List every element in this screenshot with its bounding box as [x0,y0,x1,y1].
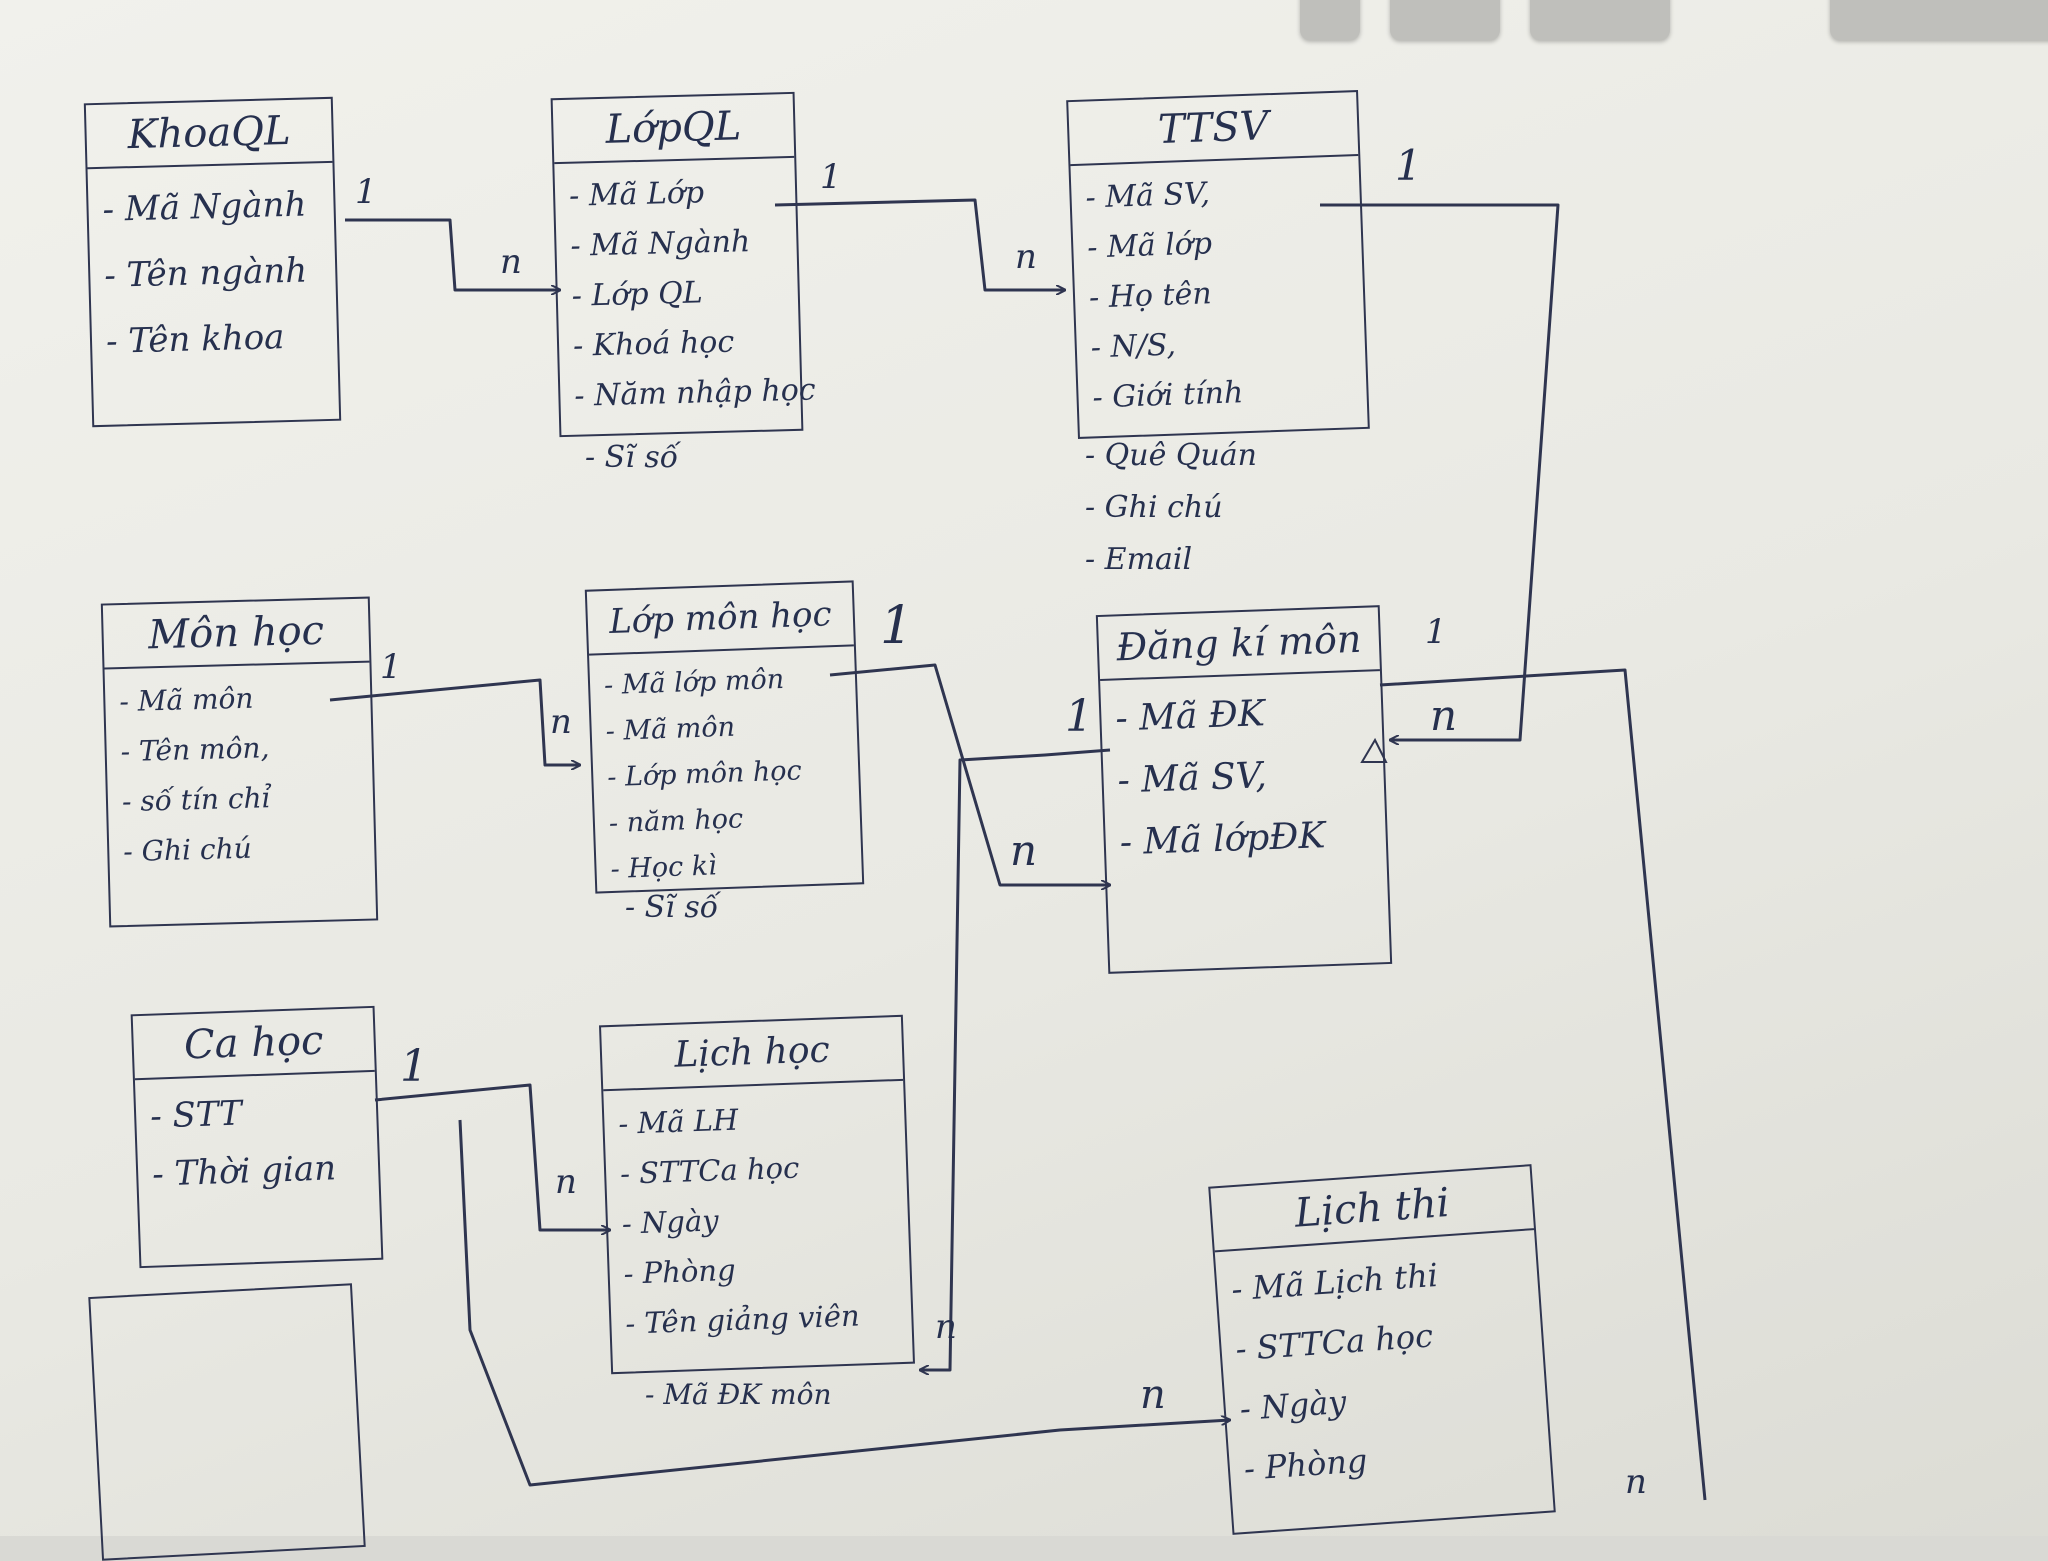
entity-field: - Mã ĐK [1114,693,1266,740]
label-lop-ttsv-n: n [1015,237,1037,277]
label-dk-lichthi-n: n [1625,1462,1647,1502]
entity-field: - Mã Ngành [570,224,751,264]
keyboard-edge [0,0,2048,60]
label-lop-ttsv-1: 1 [820,157,842,197]
keyboard-key [1830,0,2048,40]
keyboard-key [1530,0,1670,40]
entity-field: - Mã Lớp [568,175,705,214]
entity-title: LớpQL [552,93,795,165]
entity-extra-field: - Quê Quán [1085,438,1258,473]
line-dk-lichhoc [1379,668,1707,1501]
label-lopmon-dk-n: n [1010,826,1038,875]
entity-field: - Ghi chú [122,831,253,869]
entity-field: - Mã SV, [1116,755,1268,802]
entity-title: KhoaQL [85,98,333,170]
empty-box [88,1283,366,1561]
label-mon-lopmon-1: 1 [380,647,402,687]
entity-field: - Mã môn [118,681,254,719]
entity-title: Lịch học [601,1016,904,1092]
label-ca-lichhoc-1: 1 [400,1041,428,1092]
entity-lich-hoc: Lịch học - Mã LH - STTCa học - Ngày - Ph… [599,1014,915,1375]
label-dk-lichhoc-1: 1 [1425,612,1447,652]
entity-title: Môn học [102,598,370,670]
label-ttsv-dk-n: n [1430,691,1458,740]
entity-ca-hoc: Ca học - STT - Thời gian [130,1005,384,1269]
entity-field: - Tên ngành [103,250,308,296]
line-lop-ttsv [774,198,1065,290]
entity-field: - Năm nhập học [573,372,817,414]
entity-field: - Mã Ngành [102,184,307,230]
entity-field: - Mã lớpĐK [1119,815,1326,864]
entity-field: - Tên môn, [120,731,270,769]
entity-title: Ca học [132,1007,375,1081]
label-mon-lopmon-n: n [550,702,572,742]
line-lopmon-dk [829,663,1110,885]
label-dk-lichhoc-n: n [935,1307,957,1347]
keyboard-key [1390,0,1500,40]
label-khoa-lop-1: 1 [355,172,377,212]
line-ca-lichthi [458,1119,1230,1487]
entity-khoa-ql: KhoaQL - Mã Ngành - Tên ngành - Tên khoa [83,96,342,428]
entity-field: - Khoá học [572,324,735,364]
label-lopmon-dk-1b: 1 [1065,691,1093,742]
entity-extra-field: - Sĩ số [625,890,719,925]
entity-field: - số tín chỉ [121,781,271,819]
entity-lop-ql: LớpQL - Mã Lớp - Mã Ngành - Lớp QL - Kho… [550,91,817,438]
connector-triangle [1360,737,1388,763]
entity-title: TTSV [1068,92,1359,167]
label-lopmon-dk-1a: 1 [880,596,914,656]
keyboard-key [1300,0,1360,40]
entity-lich-thi: Lịch thi - Mã Lịch thi - STTCa học - Ngà… [1208,1164,1556,1535]
line-ca-lichhoc [374,1083,610,1230]
label-ca-lichhoc-n: n [555,1162,577,1202]
entity-field: - Lớp QL [571,275,704,314]
label-ca-lichthi-n: n [1140,1372,1166,1418]
entity-field: - Thời gian [151,1148,337,1195]
entity-field: - Tên giảng viên [624,1298,861,1341]
entity-mon-hoc: Môn học - Mã môn - Tên môn, - số tín chỉ… [100,596,379,928]
entity-extra-field: - Mã ĐK môn [645,1378,832,1411]
line-lopmon-dk-n [920,748,1111,1370]
entity-field: - Học kì [610,850,718,886]
entity-extra-field: - Email [1085,542,1193,577]
entity-lop-mon-hoc: Lớp môn học - Mã lớp môn - Mã môn - Lớp … [584,580,865,894]
label-ttsv-dk-1: 1 [1395,141,1422,190]
entity-dang-ki-mon: Đăng kí môn - Mã ĐK - Mã SV, - Mã lớpĐK [1095,605,1393,974]
entity-extra-field: - Ghi chú [1085,490,1223,525]
entity-extra-field: - Sĩ số [585,440,679,475]
line-ttsv-dk [1320,203,1560,740]
entity-extra-fields: - Quê Quán - Ghi chú - Email [1085,430,1257,586]
entity-field: - Tên khoa [105,317,285,362]
line-khoa-lop [345,218,560,290]
label-khoa-lop-n: n [500,242,522,282]
entity-title: Lớp môn học [586,582,854,656]
entity-field: - STT [149,1093,243,1137]
entity-ttsv: TTSV - Mã SV, - Mã lớp - Họ tên - N/S, -… [1066,90,1370,439]
line-mon-lopmon [329,678,580,765]
entity-title: Đăng kí môn [1097,607,1380,681]
entity-field: - Giới tính [1091,375,1244,416]
